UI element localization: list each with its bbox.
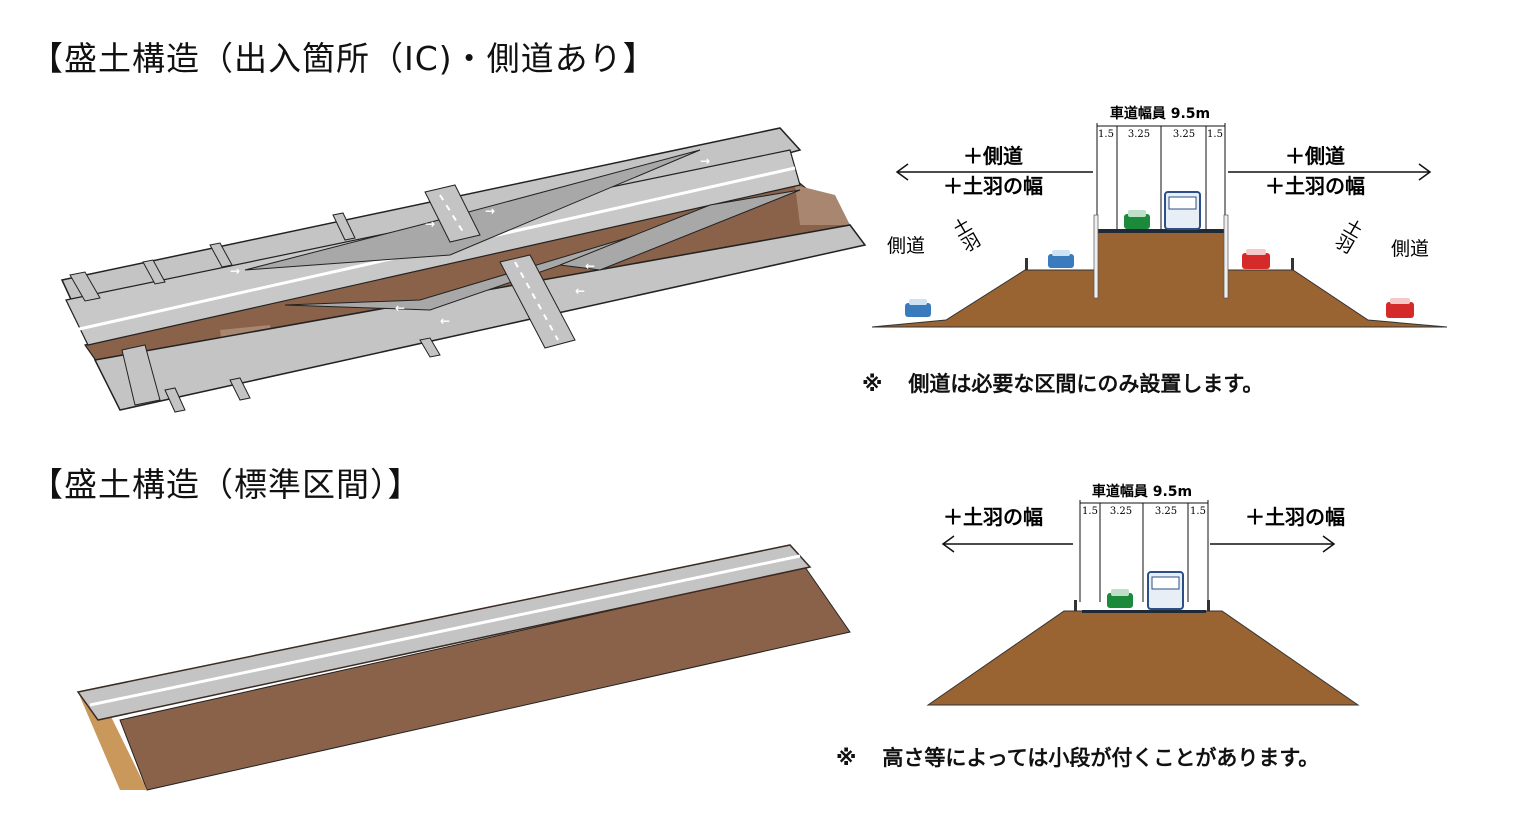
- note-mark: ※: [862, 372, 883, 396]
- lane-width-4: 1.5: [1207, 129, 1223, 140]
- lane-width-3b: 3.25: [1155, 506, 1177, 517]
- lane-width-2: 3.25: [1128, 129, 1150, 140]
- car-green-icon-2: [1107, 589, 1133, 608]
- carriageway-width-label: 車道幅員 9.5m: [1110, 105, 1210, 122]
- note-text: 側道は必要な区間にのみ設置します。: [908, 372, 1264, 396]
- svg-text:→: →: [425, 217, 435, 231]
- standard-perspective-view: [76, 544, 851, 791]
- svg-text:→: →: [230, 264, 240, 278]
- on-ramp-upper: [244, 149, 701, 271]
- right-label-2: ＋土羽の幅: [1245, 505, 1345, 529]
- left-arrow-head: [895, 163, 909, 181]
- center-line: [89, 554, 801, 707]
- side-streets: [69, 212, 441, 413]
- left-label-bottom: ＋土羽の幅: [943, 174, 1043, 198]
- car-red-upper-icon: [1242, 249, 1270, 269]
- svg-text:→: →: [700, 154, 710, 168]
- lane-width-3: 3.25: [1173, 129, 1195, 140]
- side-road-left-label: 側道: [887, 235, 925, 257]
- cross-road-upper: [424, 184, 481, 243]
- embankment-light-face-2: [795, 185, 850, 225]
- right-label-top: ＋側道: [1285, 144, 1345, 168]
- road-surface: [1098, 229, 1226, 233]
- post-icon-2: [1074, 600, 1210, 611]
- lane-width-4b: 1.5: [1190, 506, 1206, 517]
- post-icon: [1025, 258, 1294, 270]
- embankment-face: [119, 566, 851, 791]
- ic-note: ※ 側道は必要な区間にのみ設置します。: [862, 368, 1263, 398]
- section-title-standard: 【盛土構造（標準区間）】: [30, 465, 422, 504]
- road-surface: [76, 544, 812, 721]
- lane-width-1b: 1.5: [1082, 506, 1098, 517]
- side-road-right-label: 側道: [1391, 238, 1429, 260]
- lane-dividers-2: [1079, 500, 1209, 602]
- carriageway-width-label-2: 車道幅員 9.5m: [1092, 483, 1192, 500]
- bus-icon: [1164, 191, 1201, 230]
- ic-perspective-view: → → → → ← ← ← ←: [60, 127, 867, 413]
- car-red-lower-icon: [1386, 298, 1414, 318]
- right-arrow-head: [1418, 163, 1432, 181]
- car-blue-lower-icon: [905, 299, 931, 317]
- bus-icon-2: [1147, 571, 1184, 610]
- cross-road-lower: [499, 254, 576, 349]
- left-label-2: ＋土羽の幅: [943, 505, 1043, 529]
- car-blue-upper-icon: [1048, 250, 1074, 268]
- standard-note: ※ 高さ等によっては小段が付くことがあります。: [836, 742, 1319, 772]
- right-label-bottom: ＋土羽の幅: [1265, 174, 1365, 198]
- embankment-body-2: [926, 610, 1360, 706]
- svg-text:←: ←: [395, 301, 405, 315]
- road-surface-2: [1082, 610, 1206, 613]
- ic-cross-section: 車道幅員 9.5m 1.5 3.25 3.25 1.5 ＋側道 ＋土羽の幅 ＋側…: [871, 105, 1448, 328]
- note-text-2: 高さ等によっては小段が付くことがあります。: [882, 746, 1320, 770]
- left-label-top: ＋側道: [963, 144, 1023, 168]
- traffic-arrows: → → → → ← ← ← ←: [230, 154, 710, 328]
- svg-text:←: ←: [575, 284, 585, 298]
- ramp-lower-right: [559, 189, 801, 271]
- car-green-icon: [1124, 210, 1150, 229]
- raised-core: [1098, 232, 1226, 298]
- lane-width-2b: 3.25: [1110, 506, 1132, 517]
- svg-text:←: ←: [440, 314, 450, 328]
- section-title-ic: 【盛土構造（出入箇所（IC)・側道あり】: [30, 39, 657, 78]
- svg-text:→: →: [485, 204, 495, 218]
- note-mark-2: ※: [836, 746, 857, 770]
- lane-width-1: 1.5: [1098, 129, 1114, 140]
- svg-text:←: ←: [585, 259, 595, 273]
